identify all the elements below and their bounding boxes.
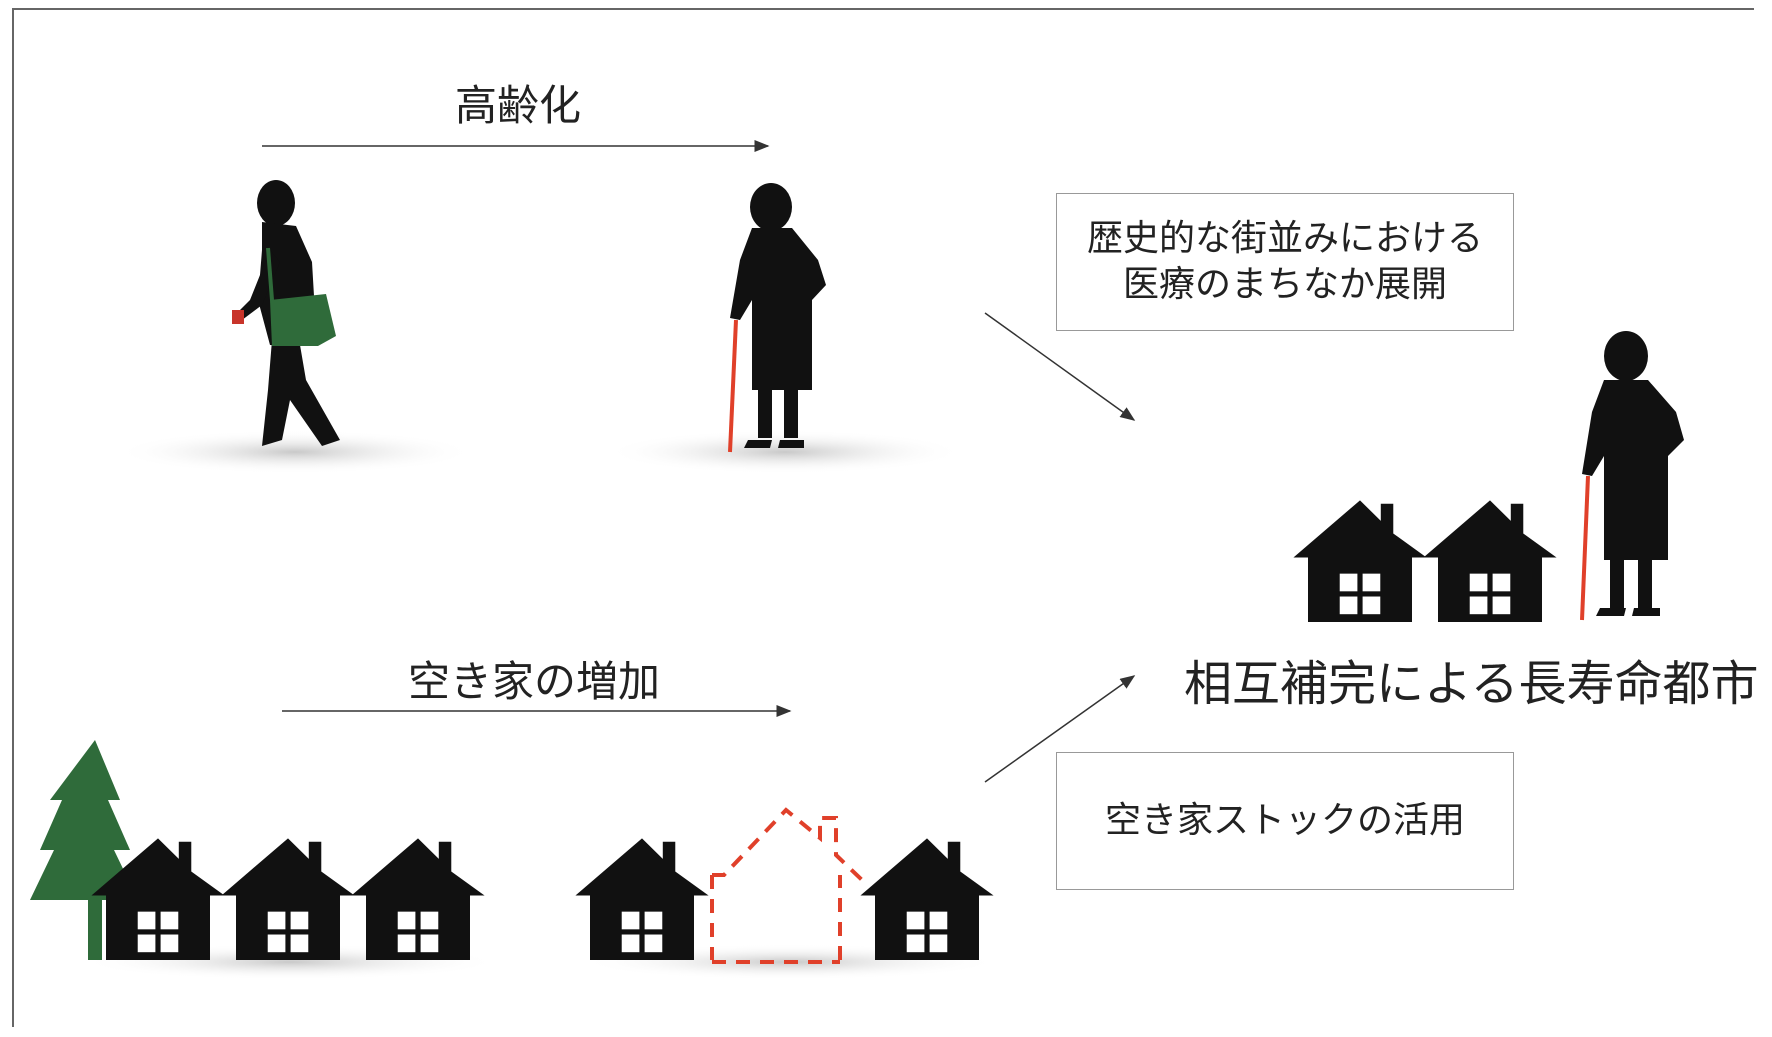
medical-box-line2: 医療のまちなか展開 xyxy=(1122,264,1447,305)
house-icon xyxy=(575,838,709,960)
stock-box: 空き家ストックの活用 xyxy=(1056,752,1514,890)
house-icon xyxy=(91,838,225,960)
ground-shadow-walker xyxy=(115,430,475,474)
house-icon xyxy=(860,838,994,960)
person-walking-icon xyxy=(232,180,340,446)
elderly-woman-cane-icon xyxy=(728,183,826,453)
elderly-woman-cane-icon xyxy=(1580,331,1684,621)
house-icon xyxy=(351,838,485,960)
vacant-house-outline-icon xyxy=(710,807,864,964)
stock-box-label: 空き家ストックの活用 xyxy=(1104,800,1465,841)
medical-box-line1: 歴史的な街並みにおける xyxy=(1086,218,1483,259)
house-icon xyxy=(1293,500,1427,622)
tree-icon xyxy=(30,740,138,960)
ground-shadow-elderly xyxy=(605,430,965,474)
stock-arrow xyxy=(984,675,1136,783)
medical-box: 歴史的な街並みにおける 医療のまちなか展開 xyxy=(1056,193,1514,331)
aging-label: 高齢化 xyxy=(455,81,582,130)
medical-arrow xyxy=(984,312,1136,421)
result-label: 相互補完による長寿命都市 xyxy=(1184,656,1759,712)
vacant-label: 空き家の増加 xyxy=(408,657,661,706)
house-icon xyxy=(1423,500,1557,622)
house-icon xyxy=(221,838,355,960)
diagram-frame xyxy=(12,8,1754,1027)
